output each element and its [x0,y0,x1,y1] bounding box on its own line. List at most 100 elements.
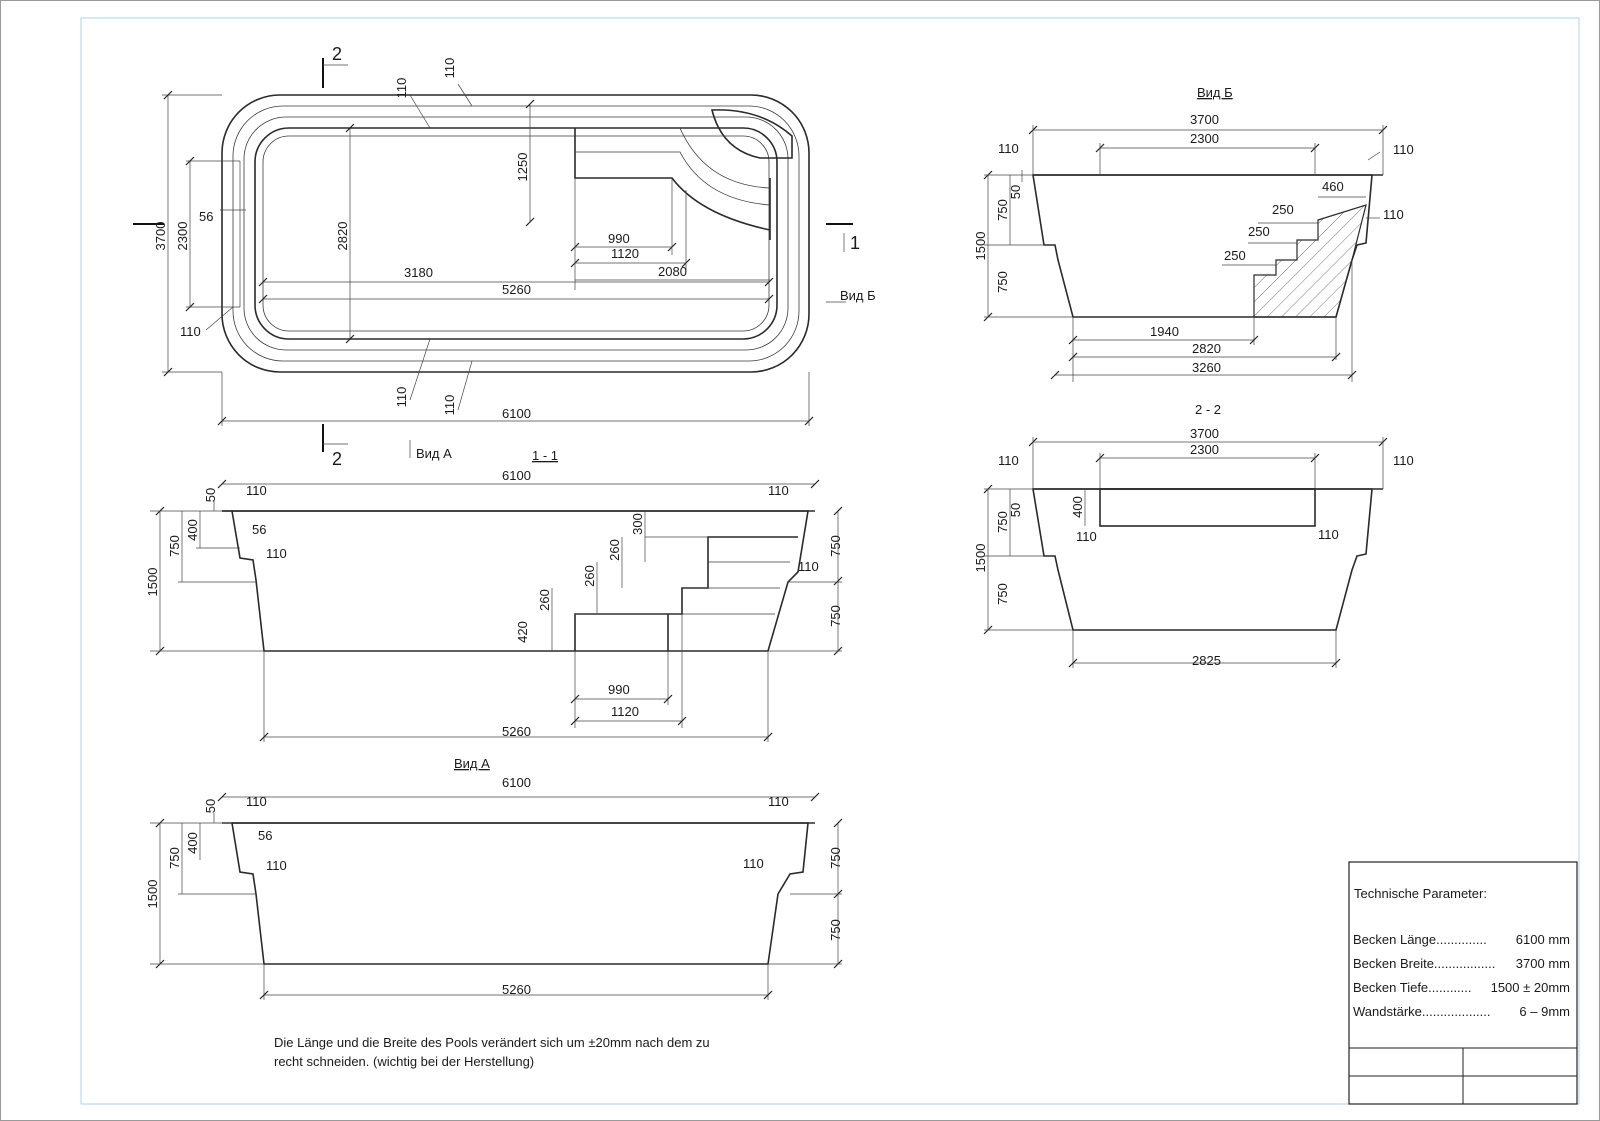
plan-dim-length-5260: 5260 [502,282,531,297]
drawing-frame [80,17,1580,1105]
va-dim-1500: 1500 [145,880,160,909]
s22-dim-2825: 2825 [1192,653,1221,668]
s11-dim-50: 50 [203,488,218,502]
plan-dim-rim-bottom-a: 110 [394,387,409,408]
va-dim-50: 50 [203,799,218,813]
vb-dim-750-a: 750 [995,199,1010,221]
s22-dim-total: 3700 [1190,426,1219,441]
title-block-heading: Technische Parameter: [1354,886,1487,901]
param-width-label: Becken Breite................. [1353,956,1495,971]
section-2-2-labels: 2 - 2 3700 2300 110 110 50 400 110 110 7… [973,402,1414,668]
vb-dim-rim-r: 110 [1393,142,1414,157]
va-dim-total: 6100 [502,775,531,790]
param-length-label: Becken Länge.............. [1353,932,1487,947]
section-2-2-title: 2 - 2 [1195,402,1221,417]
note-line-1: Die Länge und die Breite des Pools verän… [274,1035,710,1050]
vb-dim-1940: 1940 [1150,324,1179,339]
va-dim-750-r2: 750 [828,919,843,941]
vb-dim-1500: 1500 [973,232,988,261]
vb-dim-460: 460 [1322,179,1344,194]
section-cut-marks [133,58,853,458]
plan-view [133,58,853,458]
s11-dim-5260: 5260 [502,724,531,739]
s22-dim-110-l: 110 [1076,529,1097,544]
s11-dim-110-step: 110 [266,546,287,561]
vb-dim-total: 3700 [1190,112,1219,127]
plan-steps [574,109,793,240]
plan-dim-step-depth: 1250 [515,153,530,182]
s11-dim-1500: 1500 [145,568,160,597]
s11-dim-110-r: 110 [798,559,819,574]
va-dim-400: 400 [185,832,200,854]
s22-dim-50: 50 [1008,503,1023,517]
vb-dim-250a: 250 [1272,202,1294,217]
vb-dim-250b: 250 [1248,224,1270,239]
va-dim-750-l: 750 [167,847,182,869]
view-a-marker-label: Вид А [416,446,452,461]
manufacturing-note: Die Länge und die Breite des Pools verän… [274,1035,710,1069]
plan-dim-width-total: 3700 [153,222,168,251]
view-a [150,792,843,1000]
s22-dim-1500: 1500 [973,544,988,573]
vb-dim-50: 50 [1008,185,1023,199]
section-1-1-title: 1 - 1 [532,448,558,463]
param-length-value: 6100 mm [1516,932,1570,947]
s11-dim-990: 990 [608,682,630,697]
plan-dim-step-990: 990 [608,231,630,246]
plan-dim-width-inner: 2300 [175,222,190,251]
s22-dim-750-b: 750 [995,583,1010,605]
view-b-marker-label: Вид Б [840,288,876,303]
view-a-dimensions [150,792,843,1000]
va-dim-rim-l: 110 [246,794,267,809]
s11-dim-300: 300 [630,513,645,535]
s11-dim-400: 400 [185,519,200,541]
plan-dimensions [162,83,814,426]
plan-labels: 110 110 110 110 3700 2300 56 110 2820 12… [153,44,876,469]
vb-dim-inner: 2300 [1190,131,1219,146]
va-dim-56: 56 [258,828,272,843]
s22-dim-rim-l: 110 [998,453,1019,468]
s11-dim-56: 56 [252,522,266,537]
view-b-dimensions [983,125,1388,382]
view-b-labels: Вид Б 3700 2300 110 110 50 750 750 1500 … [973,85,1414,375]
s11-dim-260c: 260 [537,589,552,611]
vb-dim-250c: 250 [1224,248,1246,263]
va-dim-110-step-l: 110 [266,858,287,873]
view-b [983,125,1388,382]
s11-dim-750-r2: 750 [828,605,843,627]
s22-dim-rim-r: 110 [1393,453,1414,468]
s22-dim-inner: 2300 [1190,442,1219,457]
s11-dim-rim-r: 110 [768,483,789,498]
s11-dim-750-r1: 750 [828,535,843,557]
plan-dim-rim-left-110: 110 [180,324,201,339]
vb-dim-3260: 3260 [1192,360,1221,375]
s11-dim-260a: 260 [607,539,622,561]
s11-dim-750-l: 750 [167,535,182,557]
view-a-labels: Вид А 6100 110 110 50 400 56 110 110 750… [145,756,843,997]
section-mark-2-bottom: 2 [332,449,342,469]
s11-dim-1120: 1120 [611,704,639,719]
section-2-2 [983,437,1388,668]
va-dim-110-step-r: 110 [743,856,764,871]
s11-dim-420: 420 [515,621,530,643]
plan-dim-step-2080: 2080 [658,264,687,279]
param-wall-value: 6 – 9mm [1519,1004,1570,1019]
section-1-1 [150,479,843,742]
s22-dim-110-r: 110 [1318,527,1339,542]
param-depth-value: 1500 ± 20mm [1491,980,1570,995]
plan-dim-rim-bottom-b: 110 [442,395,457,416]
s11-dim-rim-l: 110 [246,483,267,498]
plan-dim-step-1120: 1120 [611,246,639,261]
param-width-value: 3700 mm [1516,956,1570,971]
view-b-title: Вид Б [1197,85,1233,100]
plan-dim-rim-56: 56 [199,209,213,224]
va-dim-750-r1: 750 [828,847,843,869]
section-mark-1: 1 [850,233,860,253]
s11-dim-260b: 260 [582,565,597,587]
title-block: Technische Parameter: Becken Länge......… [1348,861,1578,1105]
section-2-2-dimensions [983,437,1388,668]
view-a-title: Вид А [454,756,490,771]
section-1-1-dimensions [150,479,843,742]
va-dim-rim-r: 110 [768,794,789,809]
